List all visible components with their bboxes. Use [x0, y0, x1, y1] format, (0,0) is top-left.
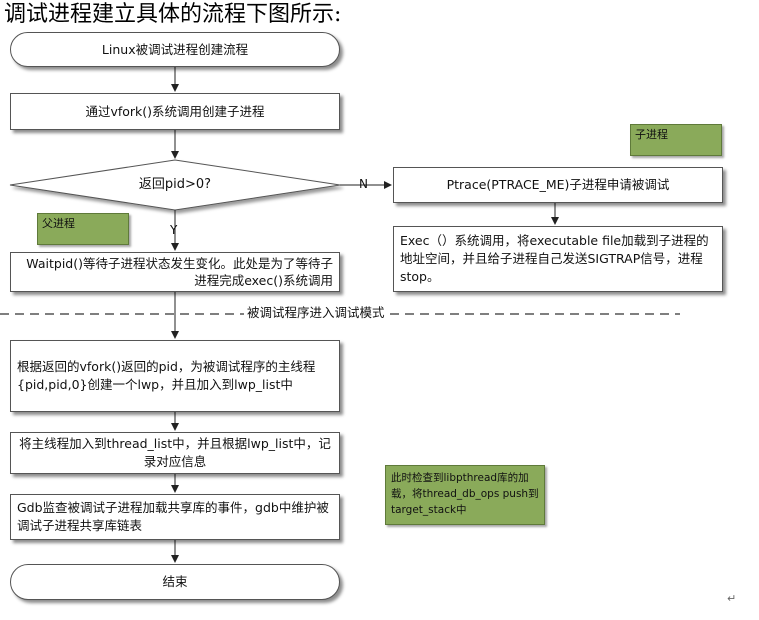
waitpid-process-box: Waitpid()等待子进程状态发生变化。此处是为了等待子进程完成exec()系…	[10, 252, 340, 292]
ptrace-process-box: Ptrace(PTRACE_ME)子进程申请被调试	[393, 167, 723, 203]
end-node-label: 结束	[162, 574, 188, 589]
debug-mode-label: 被调试程序进入调试模式	[244, 305, 388, 321]
parent-process-tag: 父进程	[37, 213, 129, 245]
no-branch-label: N	[359, 177, 368, 191]
exec-process-label: Exec（）系统调用，将executable file加载到子进程的地址空间，并…	[400, 233, 709, 284]
lwp-process-box: 根据返回的vfork()返回的pid，为被调试程序的主线程{pid,pid,0}…	[10, 340, 340, 412]
vfork-process-label: 通过vfork()系统调用创建子进程	[85, 103, 265, 119]
start-node: Linux被调试进程创建流程	[10, 32, 340, 67]
child-process-tag: 子进程	[630, 124, 722, 156]
libpthread-note: 此时检查到libpthread库的加载，将thread_db_ops push到…	[385, 465, 545, 525]
ptrace-process-label: Ptrace(PTRACE_ME)子进程申请被调试	[446, 177, 670, 192]
thread-list-process-box: 将主线程加入到thread_list中，并且根据lwp_list中，记录对应信息	[10, 432, 340, 474]
paragraph-end-mark: ↵	[727, 592, 737, 605]
exec-process-box: Exec（）系统调用，将executable file加载到子进程的地址空间，并…	[393, 226, 723, 292]
thread-list-process-label: 将主线程加入到thread_list中，并且根据lwp_list中，记录对应信息	[19, 436, 331, 469]
end-node: 结束	[10, 564, 340, 600]
gdb-monitor-process-label: Gdb监查被调试子进程加载共享库的事件，gdb中维护被调试子进程共享库链表	[17, 500, 329, 533]
gdb-monitor-process-box: Gdb监查被调试子进程加载共享库的事件，gdb中维护被调试子进程共享库链表	[10, 494, 340, 540]
waitpid-process-label: Waitpid()等待子进程状态发生变化。此处是为了等待子进程完成exec()系…	[26, 256, 333, 288]
lwp-process-label: 根据返回的vfork()返回的pid，为被调试程序的主线程{pid,pid,0}…	[17, 359, 316, 392]
yes-branch-label: Y	[170, 223, 178, 237]
page-heading: 调试进程建立具体的流程下图所示:	[4, 2, 342, 27]
start-node-label: Linux被调试进程创建流程	[101, 41, 249, 57]
decision-label: 返回pid>0?	[138, 177, 212, 192]
vfork-process-box: 通过vfork()系统调用创建子进程	[10, 93, 340, 130]
